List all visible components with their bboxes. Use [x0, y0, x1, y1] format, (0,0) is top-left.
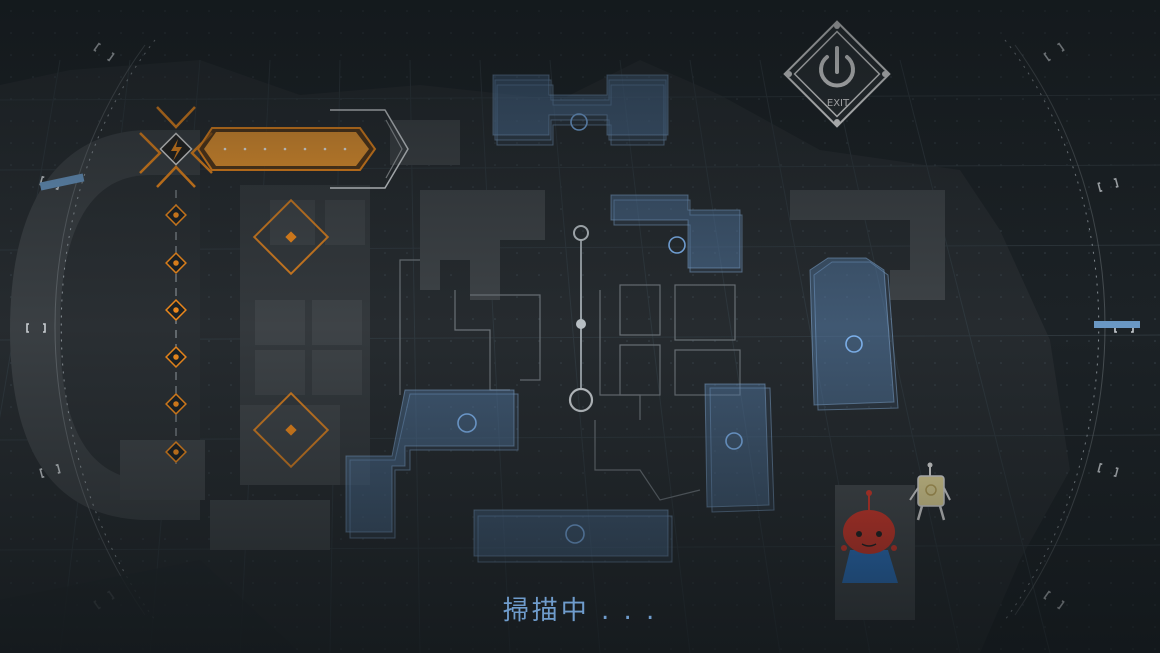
building-south[interactable]	[473, 509, 673, 563]
building-center-east[interactable]	[704, 383, 775, 513]
hud-right-indicator	[1094, 321, 1140, 328]
status-text: 掃描中 . . .	[502, 596, 658, 626]
building-east[interactable]	[809, 257, 899, 411]
exit-label: EXIT	[827, 98, 850, 109]
